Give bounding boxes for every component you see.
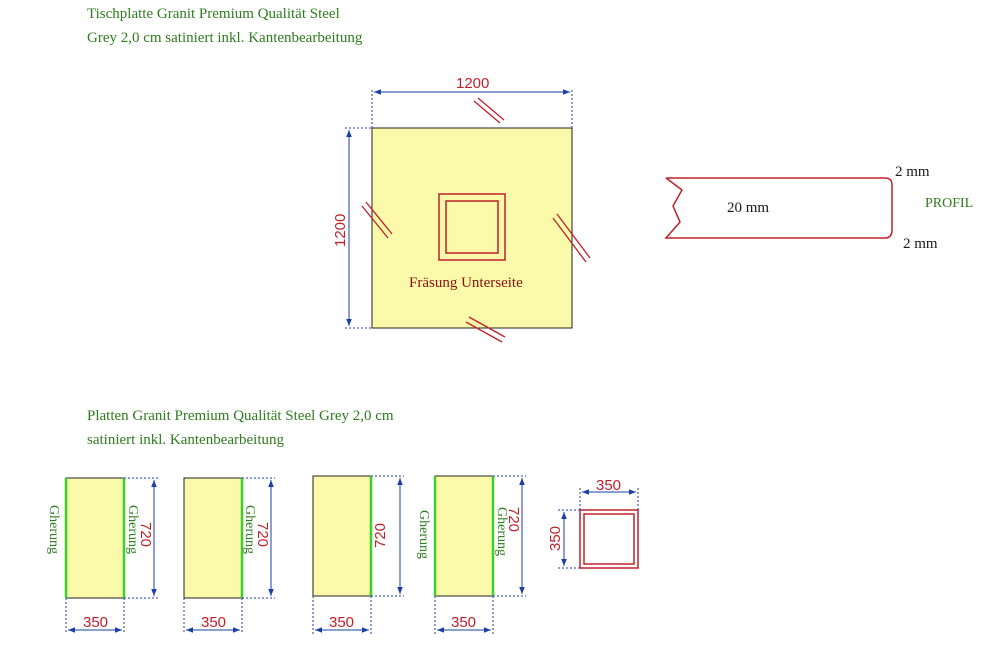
tabletop-title-line2: Grey 2,0 cm satiniert inkl. Kantenbearbe… xyxy=(87,30,363,46)
panel-1-height-label: 720 xyxy=(137,522,154,547)
panel-1-left-miter-label: Gherung xyxy=(46,505,61,554)
tabletop-height-dimension: 1200 xyxy=(332,127,372,329)
edge-mark-top xyxy=(473,97,505,124)
panel-2-width-label: 350 xyxy=(201,614,226,631)
panel-4: Gherung 720 350 xyxy=(433,475,526,634)
panel-3-height-label: 720 xyxy=(372,523,389,548)
edge-mark-left xyxy=(361,201,393,239)
edge-mark-right xyxy=(552,213,591,263)
tabletop-title: Tischplatte Granit Premium Qualität Stee… xyxy=(87,2,362,50)
profile-title: PROFIL xyxy=(925,196,973,211)
panel-1-right-miter-label: Gherung xyxy=(125,505,140,554)
panel-4-height-label: 720 xyxy=(505,507,522,532)
tabletop-height-label: 1200 xyxy=(332,214,349,247)
panel-4-width-label: 350 xyxy=(451,614,476,631)
profile-bottom-chamfer-label: 2 mm xyxy=(903,236,938,252)
panel-4-right-miter-label: Gherung xyxy=(494,507,509,556)
small-square-height-label: 350 xyxy=(547,526,564,551)
tabletop-plate xyxy=(371,127,573,329)
panel-3-left-miter-label: Gherung xyxy=(416,510,431,559)
small-square-panel: 350 350 xyxy=(547,477,639,569)
panels-title-line1: Platten Granit Premium Qualität Steel Gr… xyxy=(87,408,394,424)
edge-profile-outline xyxy=(664,177,893,239)
underside-cutout xyxy=(438,193,506,261)
small-square-width-label: 350 xyxy=(596,477,621,494)
edge-mark-bottom xyxy=(465,316,506,343)
panel-3: Gherung 720 350 xyxy=(312,475,431,634)
panel-1-width-label: 350 xyxy=(83,614,108,631)
panel-3-width-label: 350 xyxy=(329,614,354,631)
profile-thickness-label: 20 mm xyxy=(727,200,769,216)
panel-2-right-miter-label: Gherung xyxy=(242,505,257,554)
profile-top-chamfer-label: 2 mm xyxy=(895,164,930,180)
tabletop-width-label: 1200 xyxy=(456,75,489,92)
panels-title-line2: satiniert inkl. Kantenbearbeitung xyxy=(87,432,285,448)
tabletop-title-line1: Tischplatte Granit Premium Qualität Stee… xyxy=(87,6,340,22)
panel-2: Gherung 720 350 xyxy=(183,477,275,634)
panel-2-height-label: 720 xyxy=(254,522,271,547)
cutout-label: Fräsung Unterseite xyxy=(409,275,523,291)
panels-title: Platten Granit Premium Qualität Steel Gr… xyxy=(87,404,394,452)
tabletop-width-dimension: 1200 xyxy=(371,75,573,128)
panel-1: Gherung Gherung 720 350 xyxy=(46,477,158,634)
